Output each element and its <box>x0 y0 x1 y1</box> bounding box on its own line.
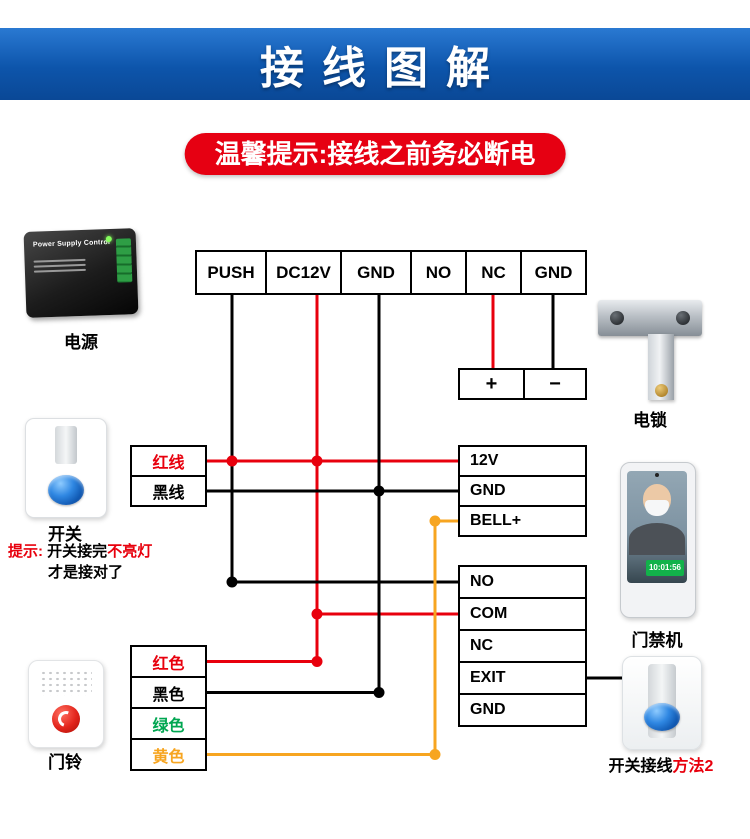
row-no: NO <box>458 565 587 599</box>
yellow-junction-dots <box>429 515 441 760</box>
person-shoulders <box>629 523 685 555</box>
green-terminal-connector-icon <box>115 238 133 283</box>
access-control-device-image: 10:01:56 <box>620 462 696 618</box>
wire-label-black: 黑色 <box>130 676 207 709</box>
doorbell-label: 门铃 <box>48 753 82 772</box>
yellow-wire <box>205 519 458 756</box>
electric-lock-label: 电锁 <box>633 411 667 430</box>
wire-push-to-no <box>230 295 458 584</box>
exit-label-highlight: 方法2 <box>672 758 714 775</box>
camera-icon <box>655 473 659 477</box>
red-wires <box>205 295 495 663</box>
device-screen: 10:01:56 <box>627 471 687 583</box>
warning-text: 温馨提示:接线之前务必断电 <box>214 139 536 169</box>
power-supply-label: 电源 <box>64 333 98 352</box>
tip-highlight: 不亮灯 <box>107 543 153 560</box>
switch-blue-button-icon <box>48 475 84 505</box>
power-supply-spec-lines <box>33 256 86 276</box>
doorbell-logo-icon <box>52 705 80 733</box>
wire-label-text: 红线 <box>152 455 185 472</box>
face-mask <box>645 500 669 516</box>
device-time-badge: 10:01:56 <box>645 560 684 576</box>
row-gnd-2: GND <box>458 693 587 727</box>
wire-label-text: 黑色 <box>152 686 185 704</box>
terminal-cell-push: PUSH <box>195 250 267 295</box>
exit-button-image <box>622 656 702 750</box>
row-com: COM <box>458 597 587 631</box>
switch-metal-strip <box>55 426 77 464</box>
row-gnd: GND <box>458 475 587 507</box>
lock-screw-icon <box>610 311 624 325</box>
tip-mid: 开关接完 <box>47 543 108 560</box>
terminal-cell-no: NO <box>410 250 467 295</box>
doorbell-image <box>28 660 104 748</box>
wire-label-text: 黄色 <box>152 748 185 766</box>
power-supply-image: Power Supply Control <box>23 228 139 318</box>
row-nc: NC <box>458 629 587 663</box>
speaker-grille-icon <box>40 670 92 696</box>
wire-label-red-line: 红线 <box>130 445 207 477</box>
warning-banner: 温馨提示:接线之前务必断电 <box>184 133 566 175</box>
wire-yellow-to-bellplus <box>205 519 458 756</box>
tip-line-1: 提示: 开关接完不亮灯 <box>8 541 152 562</box>
terminal-cell-nc: NC <box>465 250 522 295</box>
terminal-cell-gnd-2: GND <box>520 250 587 295</box>
wire-label-text: 红色 <box>152 655 185 673</box>
exit-button-label: 开关接线方法2 <box>596 752 726 776</box>
lock-screw-icon <box>676 311 690 325</box>
row-bell-plus: BELL+ <box>458 505 587 537</box>
electric-lock-image <box>598 300 702 336</box>
wire-label-black-line: 黑线 <box>130 475 207 507</box>
wire-label-text: 黑线 <box>152 485 185 502</box>
switch-tip-text: 提示: 开关接完不亮灯 才是接对了 <box>8 541 152 583</box>
exit-switch-label: 开关 <box>48 525 82 544</box>
access-machine-label: 门禁机 <box>631 631 683 650</box>
lock-polarity-block: + − <box>458 368 587 400</box>
terminal-minus: − <box>523 368 587 400</box>
wire-label-yellow: 黄色 <box>130 738 207 771</box>
wire-label-red: 红色 <box>130 645 207 678</box>
page-title: 接线图解 <box>260 44 508 93</box>
lock-armature-icon <box>655 384 668 397</box>
red-junction-dots <box>226 455 323 667</box>
exit-switch-image <box>25 418 107 518</box>
exit-label-prefix: 开关接线 <box>608 758 673 775</box>
page-header: 接线图解 <box>0 28 750 100</box>
terminal-plus: + <box>458 368 525 400</box>
terminal-cell-dc12v: DC12V <box>265 250 342 295</box>
wire-label-green: 绿色 <box>130 707 207 740</box>
wire-label-text: 绿色 <box>152 717 185 735</box>
power-terminal-strip: PUSH DC12V GND NO NC GND <box>195 250 587 295</box>
terminal-cell-gnd-1: GND <box>340 250 412 295</box>
row-exit: EXIT <box>458 661 587 695</box>
row-12v: 12V <box>458 445 587 477</box>
tip-line-2: 才是接对了 <box>48 564 124 581</box>
tip-prefix: 提示: <box>8 543 43 560</box>
black-junction-dots <box>226 485 385 698</box>
exit-button-blue-icon <box>644 703 680 731</box>
